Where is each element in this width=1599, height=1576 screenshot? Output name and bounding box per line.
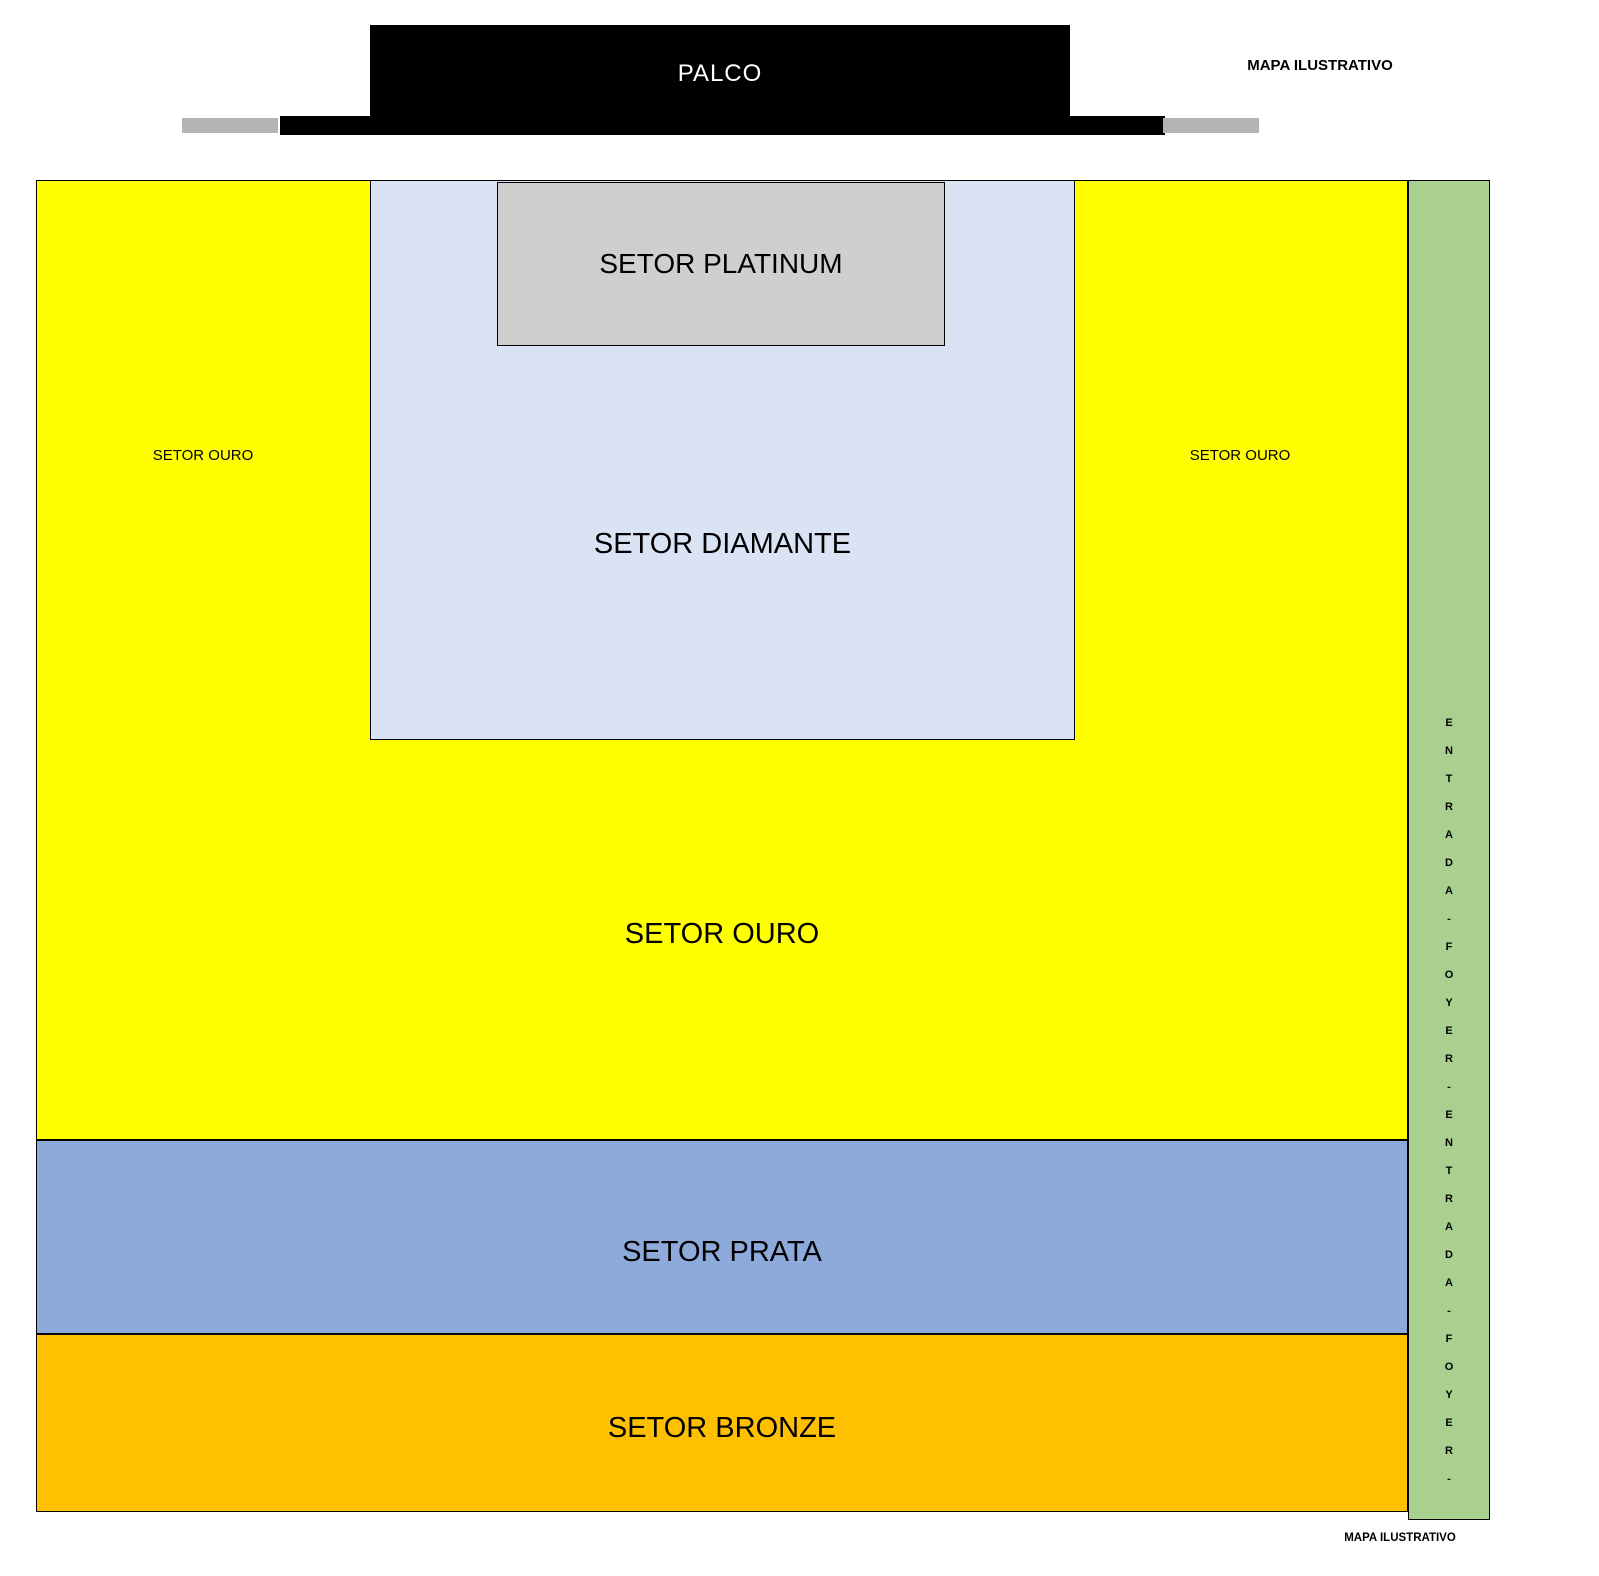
sector-ouro-label-right: SETOR OURO: [1189, 447, 1291, 464]
stage: PALCO: [370, 25, 1070, 122]
stage-label: PALCO: [677, 59, 763, 87]
entrance-foyer-label: E N T R A D A - F O Y E R - E N T R A D …: [1444, 717, 1454, 1485]
stage-wing-right-bar: [1163, 118, 1259, 133]
stage-wing-left-bar: [182, 118, 278, 133]
map-note-bottom: MAPA ILUSTRATIVO: [1344, 1532, 1456, 1544]
sector-bronze-label: SETOR BRONZE: [607, 1411, 837, 1444]
sector-bronze: SETOR BRONZE: [36, 1334, 1408, 1512]
sector-prata: SETOR PRATA: [36, 1140, 1408, 1334]
stage-apron-bar: [280, 116, 1165, 135]
sector-ouro-label-left: SETOR OURO: [152, 447, 254, 464]
sector-diamante-label: SETOR DIAMANTE: [593, 528, 852, 560]
sector-ouro-label-center: SETOR OURO: [624, 918, 820, 950]
sector-platinum: SETOR PLATINUM: [497, 182, 945, 346]
sector-prata-label: SETOR PRATA: [622, 1235, 822, 1268]
entrance-foyer-strip: E N T R A D A - F O Y E R - E N T R A D …: [1408, 180, 1490, 1520]
map-note-top: MAPA ILUSTRATIVO: [1247, 57, 1393, 74]
sector-platinum-label: SETOR PLATINUM: [599, 248, 843, 279]
